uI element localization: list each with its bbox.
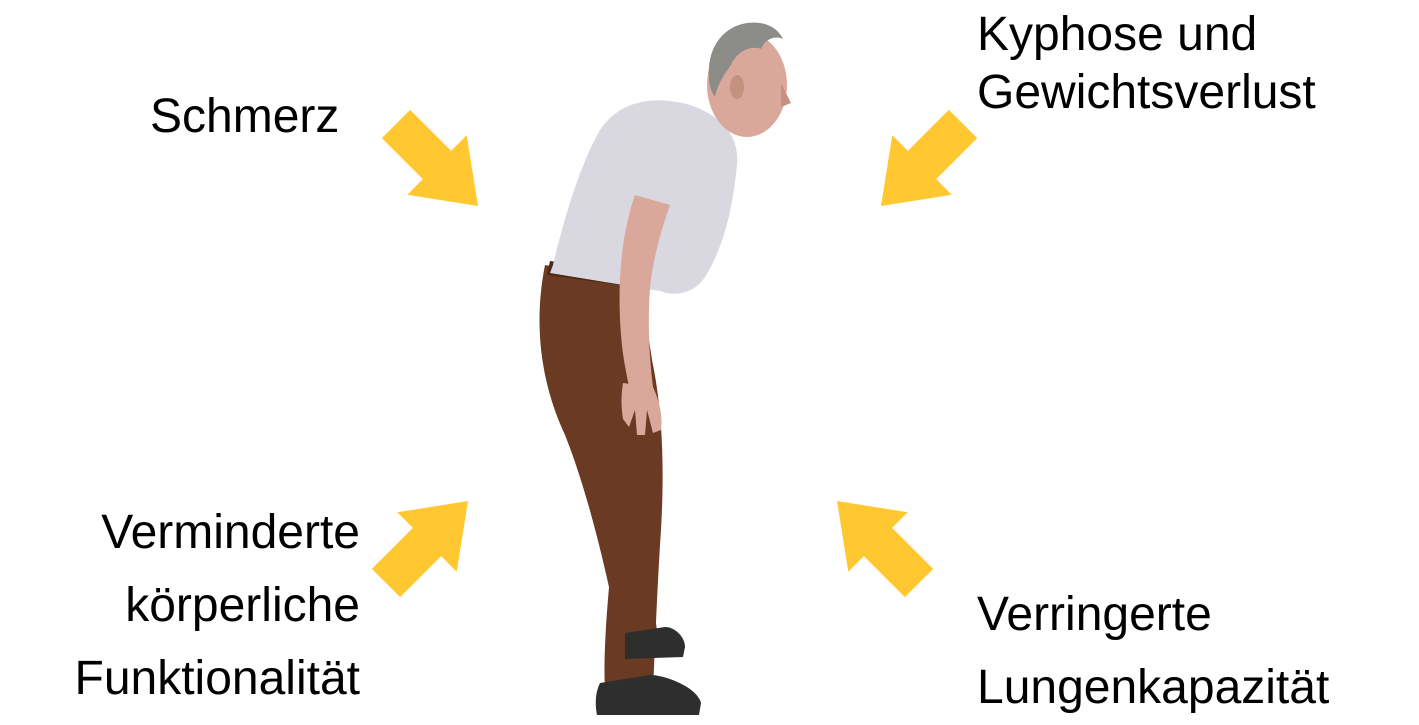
label-function-line-1: Verminderte	[75, 496, 361, 569]
arrow-lung-icon	[818, 482, 938, 602]
arrow-kyphosis-icon	[862, 105, 982, 225]
label-function-line-2: körperliche	[75, 569, 361, 642]
label-lung-line-2: Lungenkapazität	[977, 651, 1329, 724]
label-lung-line-1: Verringerte	[977, 578, 1329, 651]
label-kyphosis-weight-loss: Kyphose und Gewichtsverlust	[977, 6, 1316, 122]
label-kyphosis-line-2: Gewichtsverlust	[977, 64, 1316, 122]
arrow-lung-shape	[807, 471, 948, 612]
arrow-pain-icon	[377, 105, 497, 225]
elderly-man-figure	[525, 15, 805, 720]
label-pain-text: Schmerz	[150, 88, 339, 146]
label-kyphosis-line-1: Kyphose und	[977, 6, 1316, 64]
label-function-line-3: Funktionalität	[75, 642, 361, 715]
ear	[730, 75, 744, 99]
arm-front	[620, 195, 670, 389]
arrow-function-icon	[367, 482, 487, 602]
arrow-pain-shape	[366, 94, 507, 235]
label-pain: Schmerz	[150, 88, 339, 146]
label-reduced-lung-capacity: Verringerte Lungenkapazität	[977, 578, 1329, 724]
shoe-back	[625, 627, 685, 659]
arrow-function-shape	[356, 471, 497, 612]
arrow-kyphosis-shape	[851, 94, 992, 235]
label-reduced-function: Verminderte körperliche Funktionalität	[75, 496, 361, 715]
